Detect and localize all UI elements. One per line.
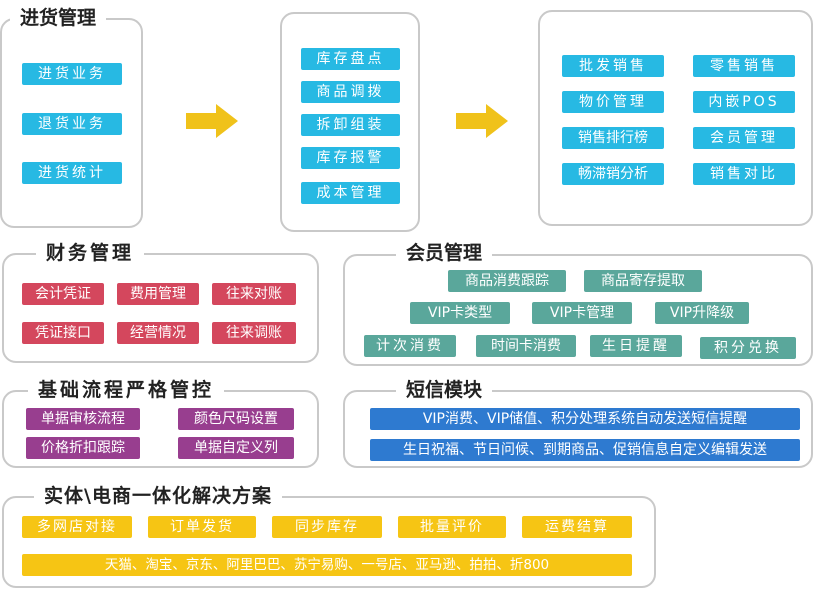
right-arrow-icon (186, 104, 238, 138)
process-item-3[interactable]: 价格折扣跟踪 (26, 437, 140, 459)
finance-item-4[interactable]: 凭证接口 (22, 322, 104, 344)
sales-item-member[interactable]: 会员管理 (693, 127, 795, 149)
finance-item-1[interactable]: 会计凭证 (22, 283, 104, 305)
member-item-birthday[interactable]: 生日提醒 (590, 335, 682, 357)
sales-item-pos[interactable]: 内嵌POS (693, 91, 795, 113)
ecommerce-item-4[interactable]: 批量评价 (398, 516, 506, 538)
purchase-item-3[interactable]: 进货统计 (22, 162, 122, 184)
finance-item-5[interactable]: 经营情况 (117, 322, 199, 344)
member-item-count[interactable]: 计次消费 (364, 335, 456, 357)
sms-item-1[interactable]: VIP消费、VIP储值、积分处理系统自动发送短信提醒 (370, 408, 800, 430)
member-item-tracking[interactable]: 商品消费跟踪 (448, 270, 566, 292)
finance-item-2[interactable]: 费用管理 (117, 283, 199, 305)
member-title: 会员管理 (396, 241, 493, 265)
sales-item-ranking[interactable]: 销售排行榜 (562, 127, 664, 149)
ecommerce-title: 实体\电商一体化解决方案 (34, 484, 282, 508)
member-item-points[interactable]: 积分兑换 (700, 337, 796, 359)
process-item-4[interactable]: 单据自定义列 (178, 437, 294, 459)
sales-item-retail[interactable]: 零售销售 (693, 55, 795, 77)
finance-item-3[interactable]: 往来对账 (212, 283, 296, 305)
sales-item-wholesale[interactable]: 批发销售 (562, 55, 664, 77)
process-title: 基础流程严格管控 (28, 378, 225, 402)
ecommerce-item-5[interactable]: 运费结算 (522, 516, 632, 538)
purchase-item-1[interactable]: 进货业务 (22, 63, 122, 85)
ecommerce-platforms[interactable]: 天猫、淘宝、京东、阿里巴巴、苏宁易购、一号店、亚马逊、拍拍、折800 (22, 554, 632, 576)
ecommerce-item-2[interactable]: 订单发货 (148, 516, 256, 538)
ecommerce-item-1[interactable]: 多网店对接 (22, 516, 132, 538)
ecommerce-item-3[interactable]: 同步库存 (272, 516, 382, 538)
purchase-title: 进货管理 (10, 6, 107, 30)
sales-item-analysis[interactable]: 畅滞销分析 (562, 163, 664, 185)
member-item-vip-manage[interactable]: VIP卡管理 (532, 302, 632, 324)
finance-panel (2, 253, 319, 363)
sales-item-compare[interactable]: 销售对比 (693, 163, 795, 185)
purchase-item-2[interactable]: 退货业务 (22, 113, 122, 135)
finance-item-6[interactable]: 往来调账 (212, 322, 296, 344)
inventory-item-2[interactable]: 商品调拨 (301, 81, 400, 103)
member-item-time-card[interactable]: 时间卡消费 (476, 335, 576, 357)
member-item-vip-level[interactable]: VIP升降级 (655, 302, 749, 324)
inventory-item-4[interactable]: 库存报警 (301, 147, 400, 169)
inventory-item-1[interactable]: 库存盘点 (301, 48, 400, 70)
member-item-deposit[interactable]: 商品寄存提取 (584, 270, 702, 292)
sales-item-price[interactable]: 物价管理 (562, 91, 664, 113)
inventory-item-5[interactable]: 成本管理 (301, 182, 400, 204)
right-arrow-icon (456, 104, 508, 138)
finance-title: 财务管理 (36, 241, 145, 265)
sales-panel (538, 10, 813, 226)
inventory-item-3[interactable]: 拆卸组装 (301, 114, 400, 136)
member-item-vip-type[interactable]: VIP卡类型 (410, 302, 510, 324)
process-item-2[interactable]: 颜色尺码设置 (178, 408, 294, 430)
process-item-1[interactable]: 单据审核流程 (26, 408, 140, 430)
sms-title: 短信模块 (396, 378, 493, 402)
sms-item-2[interactable]: 生日祝福、节日问候、到期商品、促销信息自定义编辑发送 (370, 439, 800, 461)
